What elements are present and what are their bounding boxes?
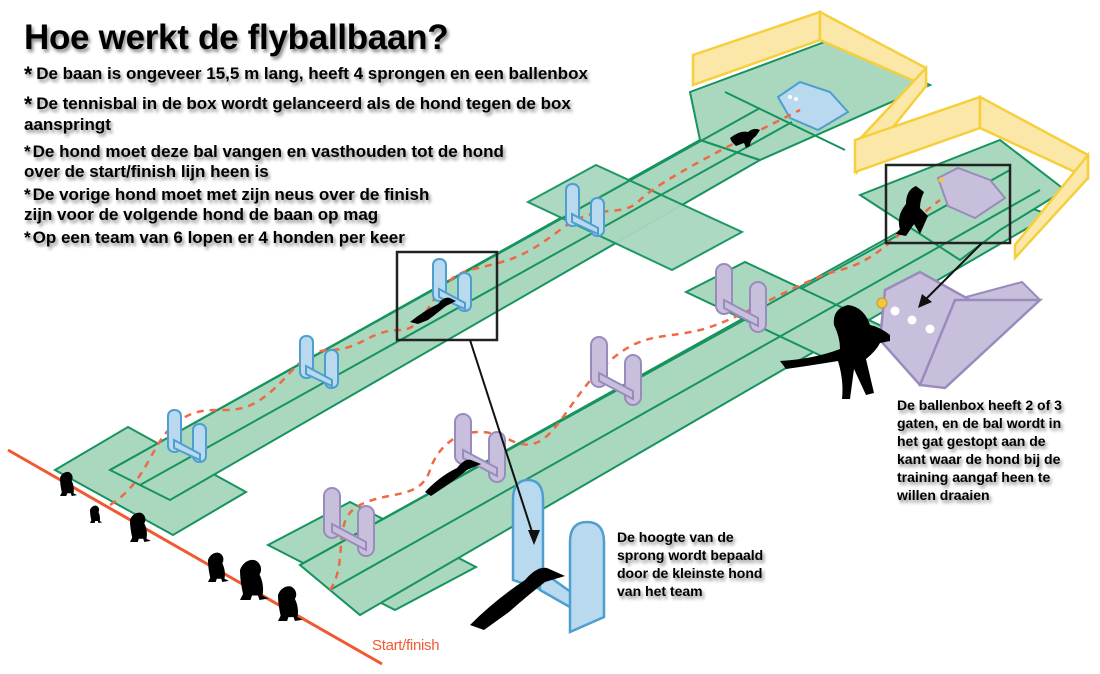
- ballbox-large: [876, 270, 1044, 390]
- note-ballenbox: De ballenbox heeft 2 of 3 gaten, en de b…: [897, 397, 1062, 503]
- bullet-1: *De baan is ongeveer 15,5 m lang, heeft …: [24, 63, 588, 86]
- jumps-lane-1: [167, 183, 605, 463]
- bullet-3: *De hond moet deze bal vangen en vasthou…: [24, 142, 504, 181]
- start-finish-label: Start/finish: [372, 637, 440, 654]
- callout-box-jump: [395, 250, 499, 342]
- jump-large: [511, 478, 606, 634]
- bullet-5: *Op een team van 6 lopen er 4 honden per…: [24, 228, 405, 247]
- running-dogs: [410, 128, 928, 630]
- callout-arrow-jump: [469, 339, 535, 539]
- callout-arrow-ballbox: [924, 242, 983, 301]
- bullet-2: *De tennisbal in de box wordt gelanceerd…: [24, 93, 571, 134]
- note-sprong: De hoogte van de sprong wordt bepaald do…: [617, 529, 764, 599]
- bullet-4: *De vorige hond moet met zijn neus over …: [24, 185, 430, 224]
- page-title: Hoe werkt de flyballbaan?: [24, 18, 449, 57]
- lane-2: [265, 94, 1090, 617]
- jumps-lane-2: [323, 263, 767, 557]
- callout-box-ballbox: [884, 163, 1012, 245]
